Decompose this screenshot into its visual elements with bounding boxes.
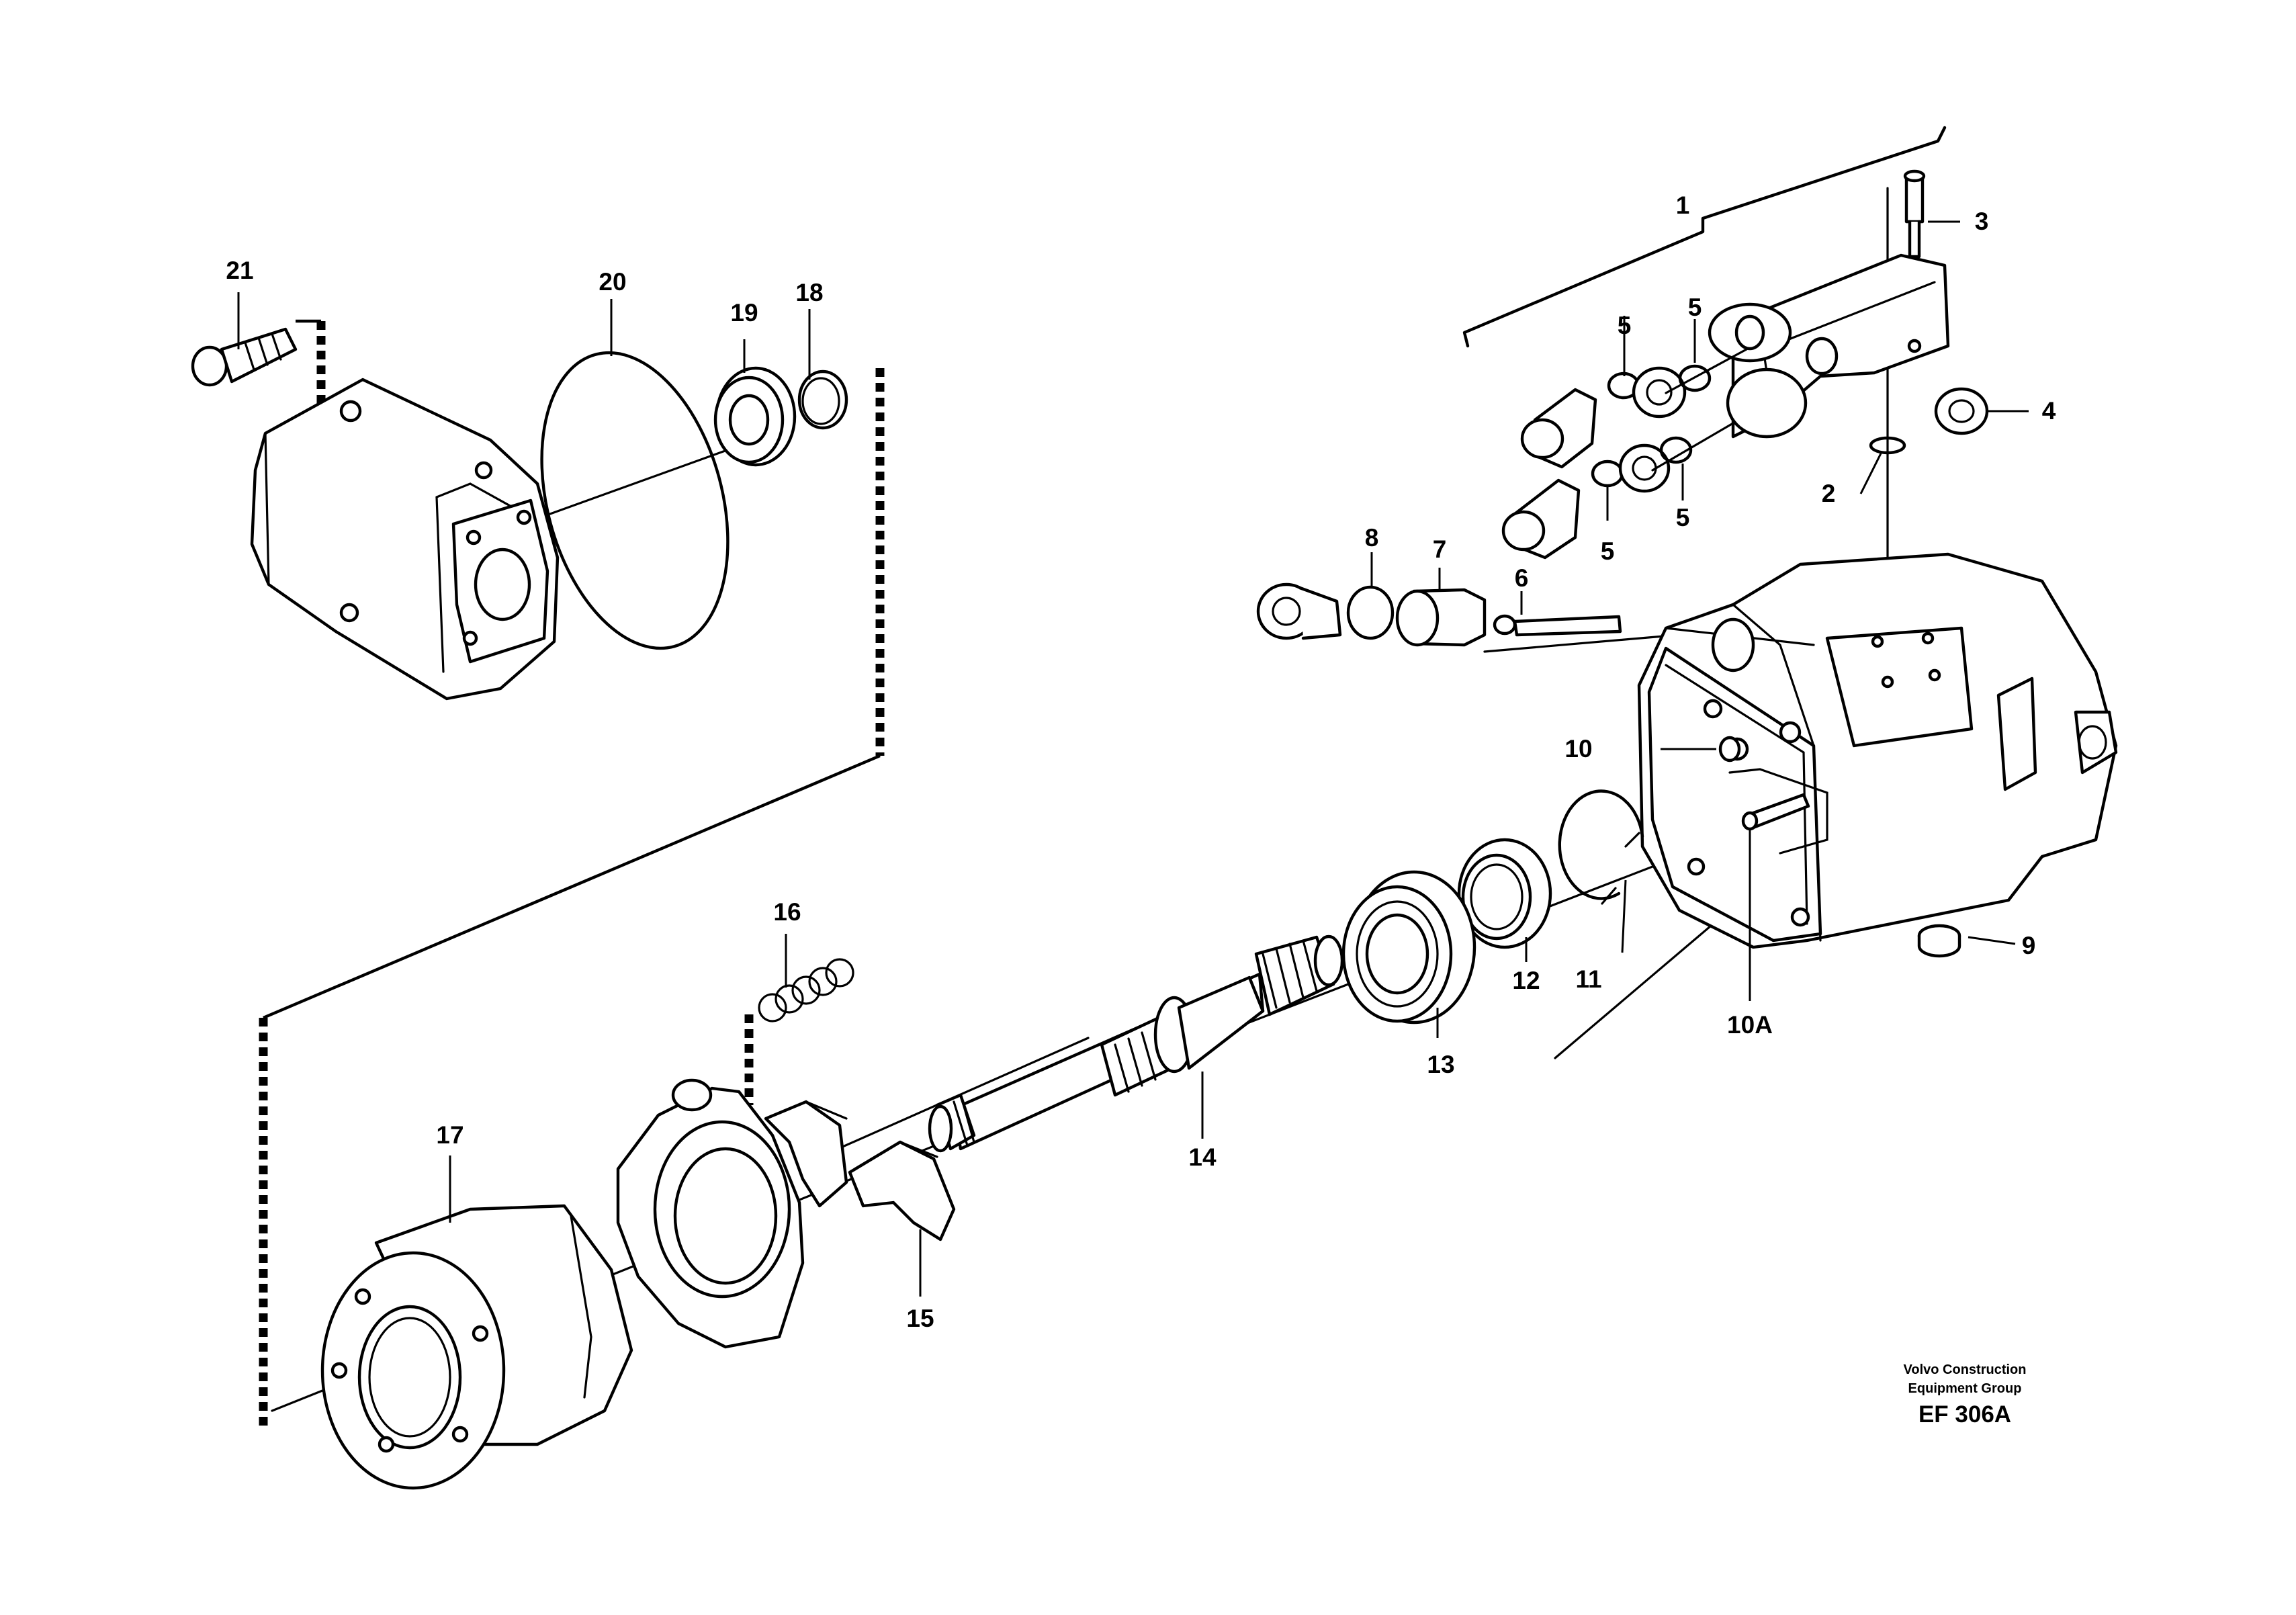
- callout-7: 7: [1433, 535, 1447, 563]
- part-9-plug: [1917, 924, 1961, 958]
- part-13-bearing: [1341, 870, 1476, 1024]
- callout-8: 8: [1365, 524, 1379, 552]
- part-21-bolt: [191, 327, 298, 387]
- callout-9: 9: [2022, 932, 2036, 959]
- part-19-bearing: [713, 366, 797, 467]
- callout-leaders: [237, 220, 2029, 1297]
- part-1-bracket: [1462, 126, 1947, 348]
- part-16-spring: [758, 958, 854, 1022]
- part-8-ball: [1346, 585, 1395, 640]
- part-1-valve-assembly: [1708, 253, 1950, 439]
- credit-line-1: Volvo Construction: [1904, 1362, 2027, 1377]
- part-8-plug: [1256, 582, 1342, 640]
- callout-17: 17: [436, 1121, 463, 1149]
- part-11-circlip: [1558, 789, 1644, 905]
- callout-5-top-right: 5: [1688, 294, 1702, 321]
- callout-20: 20: [599, 268, 626, 296]
- part-6-rod: [1493, 614, 1622, 637]
- callout-5-bottom-right: 5: [1676, 504, 1690, 531]
- part-18-ring: [797, 369, 848, 430]
- part-14-shaft: [928, 934, 1344, 1153]
- callout-5-top-left: 5: [1618, 312, 1632, 339]
- callout-3: 3: [1975, 208, 1989, 235]
- callout-21: 21: [226, 257, 253, 284]
- callout-4: 4: [2042, 397, 2056, 425]
- callout-13: 13: [1427, 1051, 1454, 1078]
- callout-16: 16: [773, 898, 801, 926]
- callout-10a: 10A: [1727, 1011, 1773, 1039]
- part-10-o-ring: [1718, 736, 1741, 762]
- assembly-dashed-lines: [259, 319, 885, 1428]
- part-3-bolt: [1903, 169, 1926, 259]
- callout-15: 15: [906, 1305, 934, 1332]
- part-2-o-ring: [1869, 436, 1906, 455]
- main-pump-housing: [1637, 552, 2118, 949]
- credit-block: Volvo Construction Equipment Group EF 30…: [1904, 1362, 2027, 1428]
- part-4-plug: [1934, 387, 1989, 435]
- figure-code: EF 306A: [1918, 1401, 2011, 1428]
- part-17-cylinder-block: [320, 1204, 633, 1490]
- part-5-cap-nuts: [1501, 348, 1748, 560]
- callout-5-bottom-left: 5: [1601, 537, 1615, 565]
- part-20-o-ring: [540, 351, 730, 650]
- credit-line-2: Equipment Group: [1908, 1381, 2022, 1396]
- part-15-swashplate: [616, 1078, 956, 1349]
- callout-10: 10: [1564, 735, 1592, 762]
- callout-2: 2: [1822, 480, 1836, 507]
- callout-14: 14: [1188, 1143, 1217, 1171]
- callout-6: 6: [1515, 564, 1529, 592]
- callout-18: 18: [795, 279, 823, 306]
- callout-labels: 1 2 3 4 5 5 5 5 6 7 8 9 10 10A 11 12 13 …: [226, 191, 2056, 1332]
- end-cover-housing: [250, 378, 560, 701]
- callout-11: 11: [1575, 965, 1601, 993]
- callout-19: 19: [730, 299, 758, 326]
- callout-1: 1: [1676, 191, 1690, 219]
- callout-12: 12: [1512, 967, 1540, 994]
- part-12-shaft-seal: [1457, 838, 1552, 949]
- part-7-piston: [1395, 588, 1487, 647]
- part-10a-pin: [1741, 793, 1810, 831]
